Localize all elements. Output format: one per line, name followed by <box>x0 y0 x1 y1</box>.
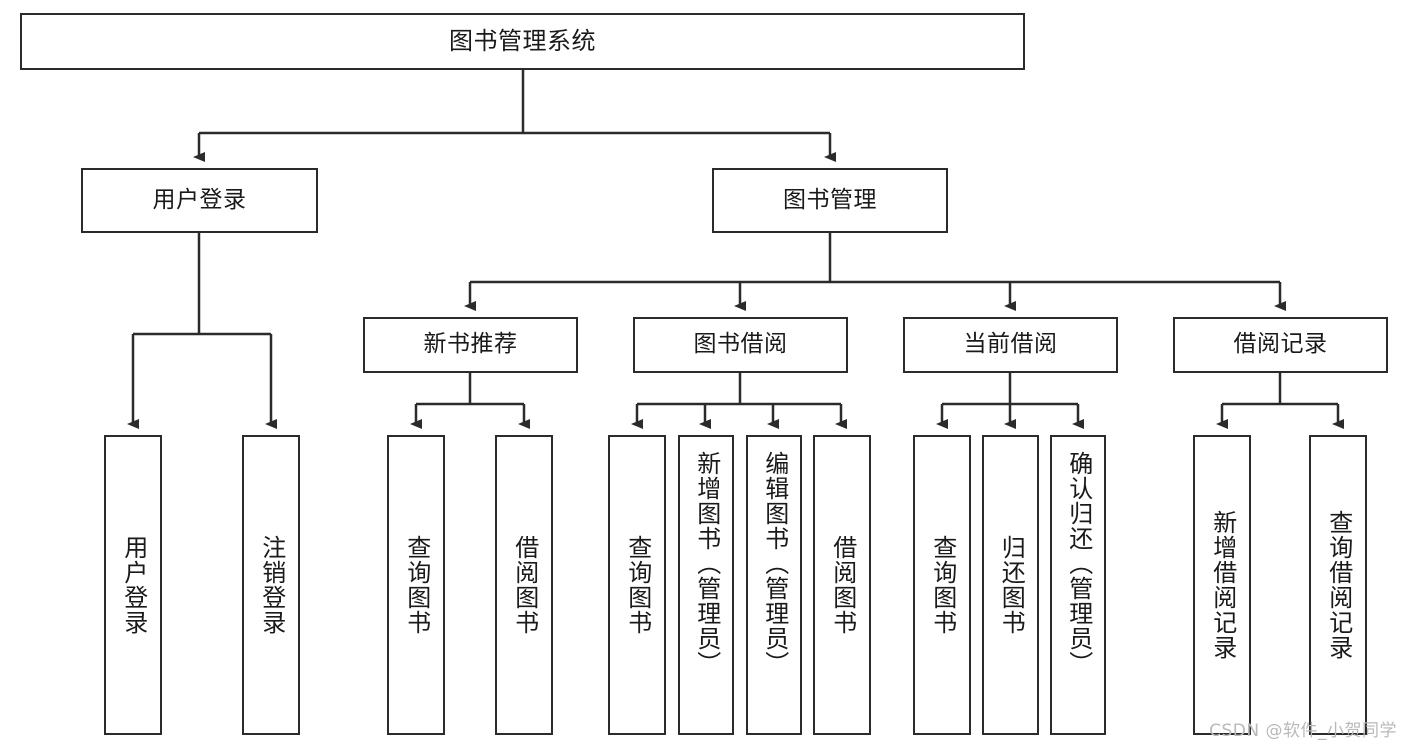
leaf-confirm-return-admin[interactable]: 确认归还（管理员） <box>1050 435 1106 735</box>
node-label: 当前借阅 <box>963 331 1058 358</box>
leaf-borrow-book[interactable]: 借阅图书 <box>813 435 871 735</box>
node-borrow-records[interactable]: 借阅记录 <box>1173 317 1388 373</box>
node-label: 查询图书 <box>928 535 957 635</box>
node-label: 归还图书 <box>997 535 1026 635</box>
node-label: 编辑图书（管理员） <box>760 451 789 676</box>
leaf-borrow-book-recommend[interactable]: 借阅图书 <box>495 435 553 735</box>
node-book-management[interactable]: 图书管理 <box>712 168 948 233</box>
node-label: 新增图书（管理员） <box>692 451 721 676</box>
node-label: 借阅图书 <box>510 535 539 635</box>
leaf-query-book-borrow[interactable]: 查询图书 <box>608 435 666 735</box>
node-label: 查询图书 <box>623 535 652 635</box>
leaf-add-borrow-record[interactable]: 新增借阅记录 <box>1193 435 1251 735</box>
node-label: 新增借阅记录 <box>1208 510 1237 660</box>
node-label: 图书管理系统 <box>449 27 596 56</box>
node-label: 注销登录 <box>257 535 286 635</box>
node-root-system[interactable]: 图书管理系统 <box>20 13 1025 70</box>
node-label: 图书借阅 <box>693 331 788 358</box>
leaf-user-login[interactable]: 用户登录 <box>104 435 162 735</box>
node-new-book-recommend[interactable]: 新书推荐 <box>363 317 578 373</box>
node-book-borrow[interactable]: 图书借阅 <box>633 317 848 373</box>
node-label: 查询借阅记录 <box>1324 510 1353 660</box>
node-label: 借阅图书 <box>828 535 857 635</box>
node-label: 借阅记录 <box>1233 331 1328 358</box>
leaf-add-book-admin[interactable]: 新增图书（管理员） <box>678 435 734 735</box>
watermark: CSDN @软件_小贺同学 <box>1209 721 1397 741</box>
node-current-borrow[interactable]: 当前借阅 <box>903 317 1118 373</box>
node-label: 用户登录 <box>119 535 148 635</box>
node-label: 图书管理 <box>783 186 877 213</box>
node-label: 查询图书 <box>402 535 431 635</box>
leaf-edit-book-admin[interactable]: 编辑图书（管理员） <box>746 435 802 735</box>
leaf-query-borrow-record[interactable]: 查询借阅记录 <box>1309 435 1367 735</box>
node-label: 确认归还（管理员） <box>1064 451 1093 676</box>
leaf-return-book[interactable]: 归还图书 <box>982 435 1039 735</box>
node-label: 新书推荐 <box>423 331 518 358</box>
leaf-query-book-recommend[interactable]: 查询图书 <box>387 435 445 735</box>
node-label: 用户登录 <box>152 186 247 213</box>
leaf-query-book-current[interactable]: 查询图书 <box>913 435 971 735</box>
leaf-logout[interactable]: 注销登录 <box>242 435 300 735</box>
node-user-login[interactable]: 用户登录 <box>81 168 318 233</box>
